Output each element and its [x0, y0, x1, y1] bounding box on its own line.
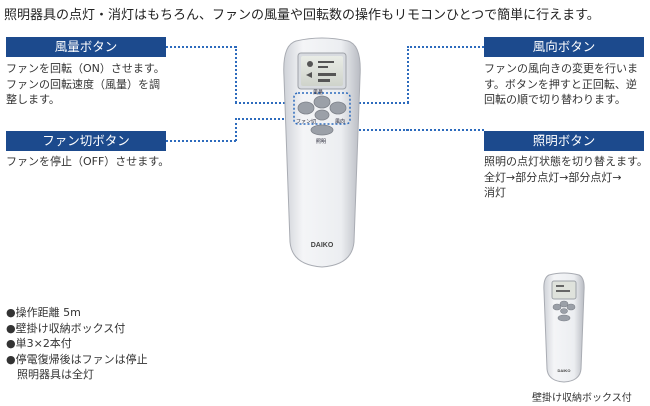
desc-line: 消灯: [484, 186, 506, 199]
remote-fan-off-button[interactable]: ファン切: [296, 119, 317, 125]
desc-line: 回転の順で切り替わります。: [484, 93, 626, 106]
remote-control-illustration: DAIKO: [283, 37, 361, 268]
feature-item: ●停電復帰後はファンは停止: [6, 352, 148, 366]
feature-item: ●操作距離 5m: [6, 306, 81, 319]
connector-line: [166, 46, 236, 48]
remote-control: DAIKO 風量 ファン切 風向 照明: [278, 37, 366, 271]
feature-item: ●単3×2本付: [6, 337, 72, 350]
remote-light-button[interactable]: 照明: [316, 139, 327, 145]
remote-small-illustration: DAIKO: [543, 272, 585, 383]
desc-line: 全灯→部分点灯→部分点灯→: [484, 170, 622, 184]
light-button-label: 照明ボタン: [484, 131, 644, 151]
connector-line: [407, 46, 484, 48]
desc-line: 照明の点灯状態を切り替えます。: [484, 155, 648, 168]
desc-line: ファンの回転速度（風量）を調: [6, 77, 160, 91]
connector-line: [352, 102, 409, 104]
desc-line: ファンを回転（ON）させます。: [6, 62, 165, 75]
connector-line: [336, 129, 408, 131]
direction-button-label: 風向ボタン: [484, 37, 644, 57]
desc-line: ファンを停止（OFF）させます。: [6, 155, 170, 168]
connector-line: [166, 140, 236, 142]
feature-list: ●操作距離 5m ●壁掛け収納ボックス付 ●単3×2本付 ●停電復帰後はファンは…: [6, 305, 148, 383]
wind-button-label: 風量ボタン: [6, 37, 166, 57]
connector-line: [235, 46, 237, 103]
remote-small-brand: DAIKO: [558, 368, 571, 373]
connector-line: [235, 118, 311, 120]
remote-direction-button[interactable]: 風向: [335, 119, 346, 125]
feature-item: 照明器具は全灯: [6, 368, 94, 381]
fan-off-button-description: ファンを停止（OFF）させます。: [6, 154, 169, 170]
desc-line: す。ボタンを押すと正回転、逆: [484, 77, 637, 91]
remote-small: DAIKO: [542, 271, 586, 383]
desc-line: 整します。: [6, 93, 60, 106]
wind-button-description: ファンを回転（ON）させます。 ファンの回転速度（風量）を調 整します。: [6, 61, 165, 108]
connector-line: [235, 102, 293, 104]
connector-line: [407, 129, 484, 131]
light-button-description: 照明の点灯状態を切り替えます。 全灯→部分点灯→部分点灯→ 消灯: [484, 154, 648, 201]
connector-line: [235, 118, 237, 141]
headline: 照明器具の点灯・消灯はもちろん、ファンの風量や回転数の操作もリモコンひとつで簡単…: [4, 8, 600, 23]
remote-wind-button[interactable]: 風量: [313, 90, 324, 96]
connector-line: [407, 46, 409, 103]
remote-brand: DAIKO: [311, 242, 334, 249]
direction-button-description: ファンの風向きの変更を行いま す。ボタンを押すと正回転、逆 回転の順で切り替わり…: [484, 61, 638, 108]
wall-box-caption: 壁掛け収納ボックス付: [532, 393, 632, 404]
feature-item: ●壁掛け収納ボックス付: [6, 321, 126, 335]
desc-line: ファンの風向きの変更を行いま: [484, 62, 638, 75]
fan-off-button-label: ファン切ボタン: [6, 131, 166, 151]
